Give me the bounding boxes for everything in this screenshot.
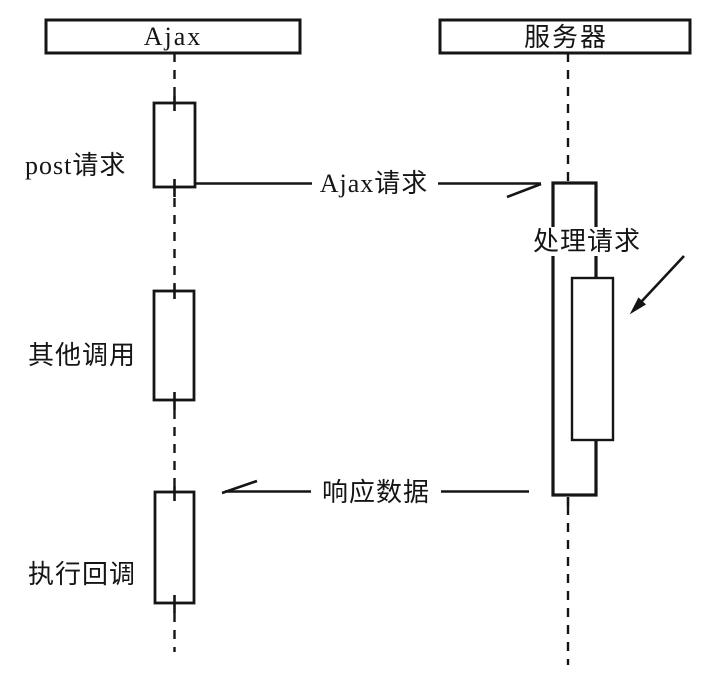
lifelines-dashed-group: [173, 53, 570, 665]
step-label-execute-callback: 执行回调: [28, 560, 136, 589]
activation-server-nested: [570, 276, 615, 442]
actor-label-ajax: Ajax: [144, 22, 203, 51]
message-label-response-data: 响应数据: [322, 478, 430, 507]
pointer-filled-arrowhead-icon: [629, 297, 647, 315]
request-label-backing: [312, 167, 438, 198]
message-label-ajax-request: Ajax请求: [320, 169, 429, 198]
response-label-backing: [311, 476, 441, 507]
actor-box-ajax: [44, 18, 302, 55]
lifeline-stub-group: [173, 96, 570, 613]
activation-other-calls: [152, 289, 196, 402]
actor-label-server: 服务器: [524, 23, 608, 52]
step-label-process-request: 处理请求: [533, 227, 641, 256]
process-label-backing: [529, 227, 647, 256]
step-label-post-request: post请求: [25, 151, 126, 180]
activation-post-request: [152, 101, 197, 189]
request-open-arrowhead-icon: [506, 182, 542, 199]
pointer-arrow-line: [641, 255, 685, 302]
activation-execute-callback: [153, 490, 196, 605]
actor-headers-group: [44, 18, 692, 55]
label-backing-group: [311, 167, 647, 507]
step-label-other-calls: 其他调用: [28, 341, 136, 370]
response-open-arrowhead-icon: [221, 479, 258, 495]
diagram-text-group: Ajax 服务器 post请求 其他调用 执行回调 处理请求 Ajax请求 响应…: [25, 22, 641, 589]
actor-box-server: [438, 18, 692, 55]
